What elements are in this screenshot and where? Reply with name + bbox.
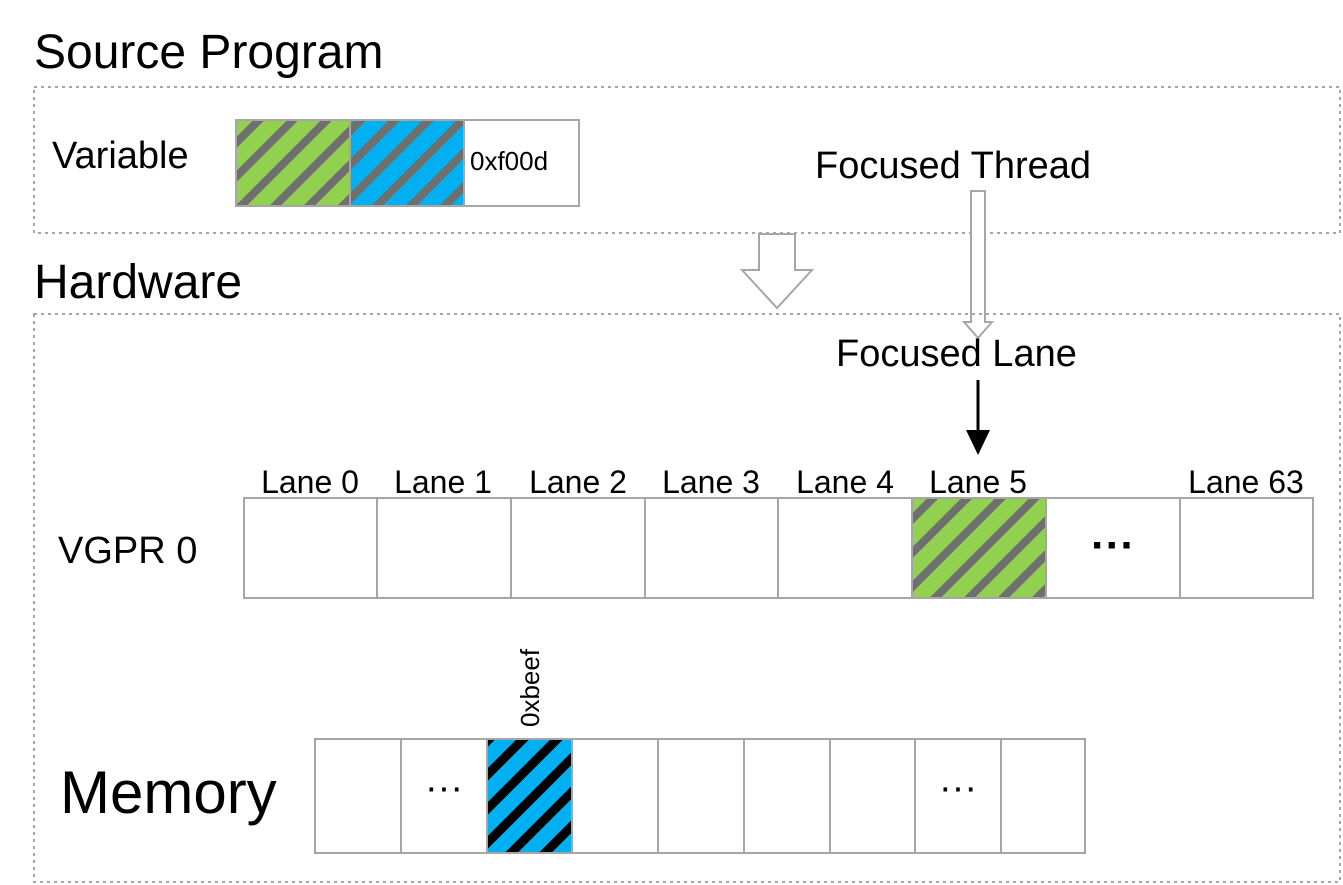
memory-cell bbox=[657, 738, 745, 854]
focused-thread-label: Focused Thread bbox=[815, 145, 1091, 187]
focused-lane-label: Focused Lane bbox=[836, 333, 1077, 375]
variable-segment-green bbox=[235, 119, 351, 207]
focused-thread-arrow-icon bbox=[961, 190, 995, 340]
memory-cell bbox=[743, 738, 831, 854]
source-program-title: Source Program bbox=[34, 26, 383, 79]
variable-value: 0xf00d bbox=[470, 146, 548, 176]
memory-address-label: 0xbeef bbox=[515, 648, 545, 727]
focused-lane-arrow-icon bbox=[966, 430, 990, 455]
lane-label: Lane 1 bbox=[394, 464, 492, 500]
memory-row: ··· ··· bbox=[314, 738, 1086, 854]
register-cell-ellipsis bbox=[1045, 497, 1181, 599]
register-label: VGPR 0 bbox=[58, 530, 197, 572]
memory-ellipsis: ··· bbox=[939, 767, 977, 809]
variable-box: 0xf00d bbox=[235, 119, 580, 207]
memory-cell bbox=[571, 738, 659, 854]
register-cell bbox=[376, 497, 512, 599]
hollow-down-arrow-icon bbox=[739, 233, 815, 310]
hardware-frame bbox=[33, 313, 1341, 883]
register-cell bbox=[510, 497, 646, 599]
register-row: ··· bbox=[243, 497, 1314, 599]
memory-cell bbox=[1000, 738, 1086, 854]
memory-cell bbox=[914, 738, 1002, 854]
register-ellipsis: ··· bbox=[1091, 521, 1135, 570]
hardware-title: Hardware bbox=[34, 256, 242, 309]
register-cell bbox=[777, 497, 913, 599]
memory-label: Memory bbox=[60, 759, 277, 826]
variable-segment-value bbox=[463, 119, 580, 207]
variable-segment-blue bbox=[349, 119, 465, 207]
source-program-frame bbox=[33, 86, 1341, 234]
lane-label: Lane 0 bbox=[261, 464, 359, 500]
register-cell bbox=[243, 497, 378, 599]
lane-label: Lane 2 bbox=[529, 464, 627, 500]
register-cell bbox=[1179, 497, 1314, 599]
variable-label: Variable bbox=[52, 135, 189, 177]
memory-cell-highlighted bbox=[486, 738, 573, 854]
lane-label: Lane 63 bbox=[1188, 464, 1304, 500]
memory-ellipsis: ··· bbox=[425, 767, 463, 809]
register-cell-focused-lane bbox=[911, 497, 1047, 599]
register-cell bbox=[644, 497, 779, 599]
lane-label: Lane 4 bbox=[796, 464, 894, 500]
memory-cell bbox=[400, 738, 488, 854]
memory-cell bbox=[829, 738, 916, 854]
lane-label: Lane 3 bbox=[662, 464, 760, 500]
memory-cell bbox=[314, 738, 402, 854]
lane-label: Lane 5 bbox=[929, 464, 1027, 500]
